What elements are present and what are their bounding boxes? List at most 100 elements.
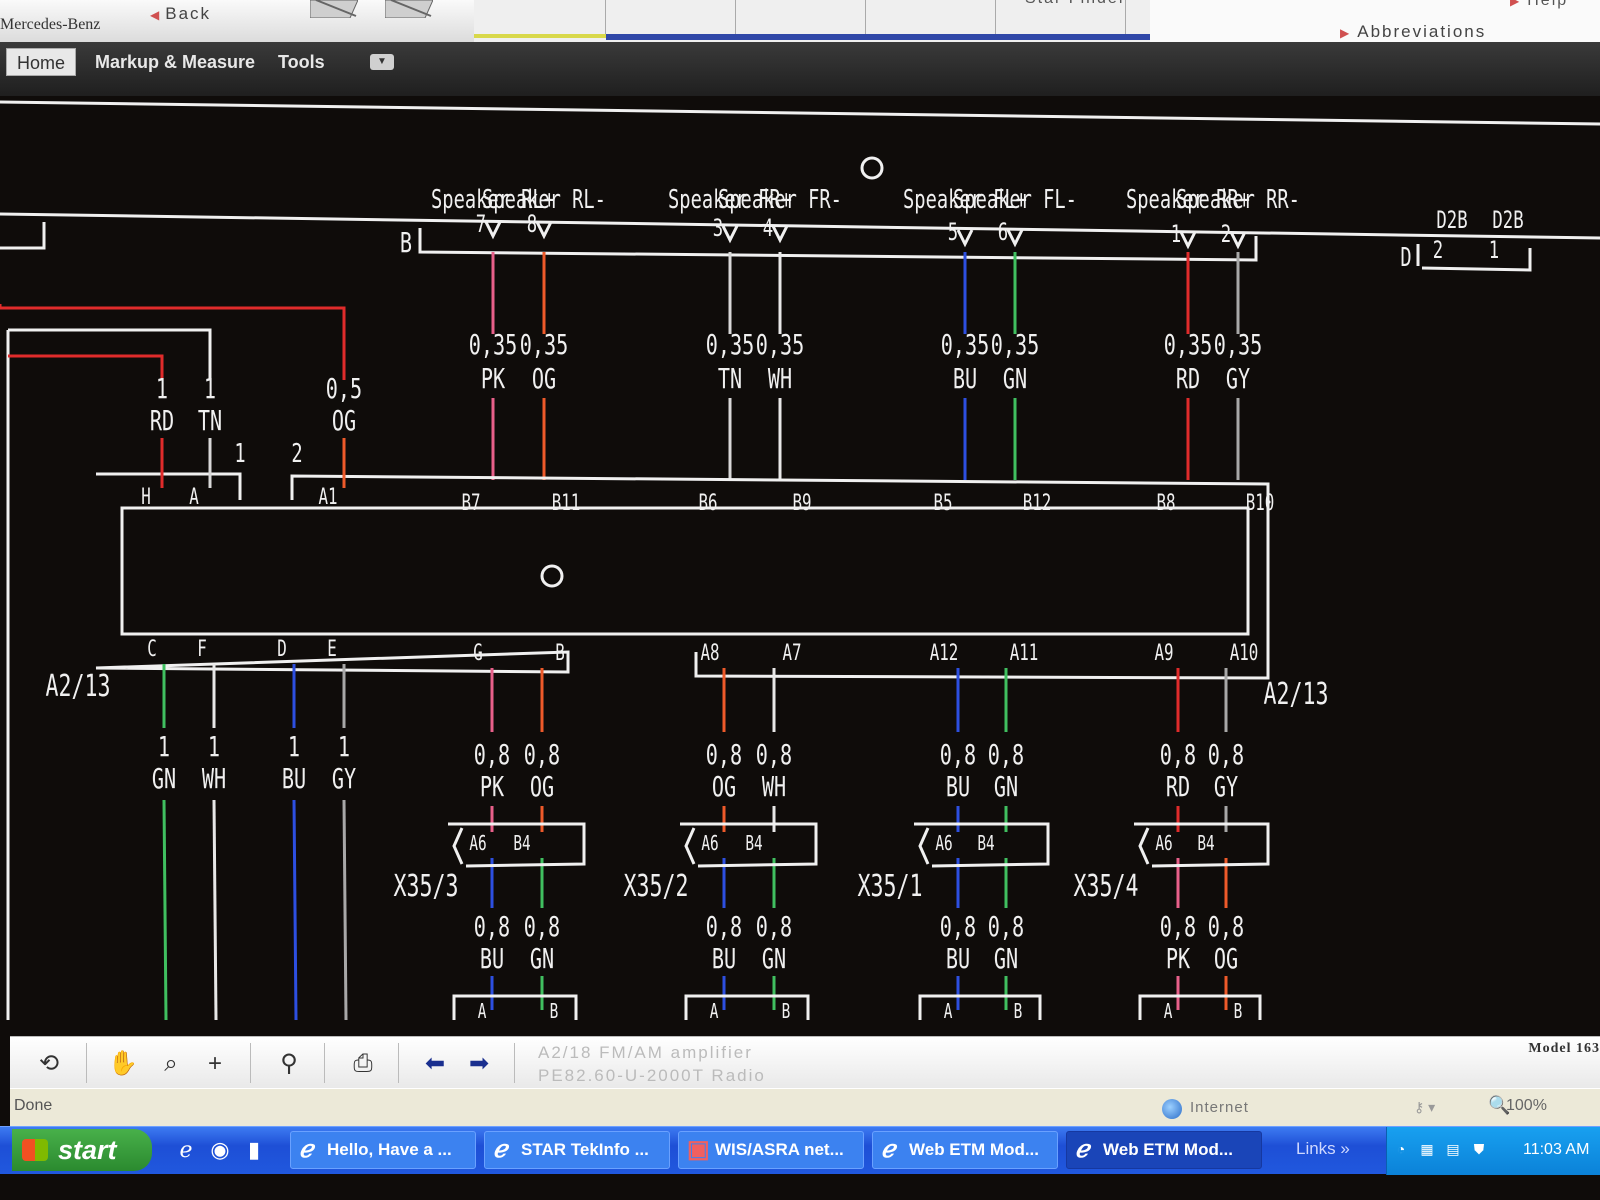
signal-label: Speaker FR- [718,185,842,215]
pin-label: H [141,483,151,509]
taskbar-window-label: WIS/ASRA net... [715,1140,844,1159]
zoom-icon[interactable]: ⌕ [164,1050,178,1077]
tray-icon[interactable]: ▤ [1446,1141,1460,1157]
pin-label: A6 [935,833,952,856]
splice-connector [448,822,586,868]
clock: 11:03 AM [1523,1141,1590,1158]
shield-icon[interactable]: ⛊ [1473,1141,1485,1157]
chevron-down-icon[interactable]: ▼ [370,54,394,70]
pin-label: A10 [1230,639,1259,665]
pin-label: B [555,639,565,665]
wire-size: 0,8 [524,910,560,943]
zoom-level[interactable]: 100% [1506,1097,1547,1114]
connector-label: X35/1 [858,870,923,904]
wire-size: 0,5 [326,372,362,405]
browser-status-bar: Done Internet ⚷ ▾ 🔍 100% [10,1088,1600,1126]
connector-outline [0,222,46,250]
desktop-icon[interactable]: ▮ [247,1137,261,1162]
pin-label: B10 [1246,489,1275,515]
wire-color: WH [762,770,786,803]
ie-icon[interactable]: ℯ [179,1137,193,1162]
wire [342,799,348,1021]
rotate-icon[interactable]: ⟲ [38,1050,60,1077]
abbreviations-label: Abbreviations [1357,22,1487,41]
wire-color: BU [953,362,977,395]
wire-size: 0,35 [756,328,805,361]
wire-color: GN [1003,362,1027,395]
pin-arrow [721,225,739,244]
wire-color: OG [530,770,554,803]
lightbulb-icon[interactable]: ⚲ [280,1050,298,1077]
pin-label: A [189,483,199,509]
pin-label: B [1234,1001,1243,1024]
star-finder-link[interactable]: Star Finder [1025,0,1126,8]
media-player-icon[interactable]: ◉ [210,1137,230,1162]
splice-connector [1134,822,1270,868]
arrow-right-icon[interactable]: ➡ [468,1050,490,1077]
pin-label: G [473,639,483,665]
arrow-left-icon[interactable]: ⬅ [424,1050,446,1077]
signal-label: Speaker FL- [953,185,1077,215]
start-button[interactable]: start [12,1129,152,1171]
pin-label: B6 [698,489,717,515]
wire-size: 0,8 [474,910,510,943]
wire-size: 0,8 [988,910,1024,943]
wire-size: 1 [156,372,168,405]
model-label: Model 163 [1528,1041,1600,1056]
wire-size: 0,35 [520,328,569,361]
pin-label: A6 [1155,833,1172,856]
pin-label: C [147,635,157,661]
pin-label: A6 [469,833,486,856]
wire-color: OG [532,362,556,395]
taskbar-window[interactable]: ▣WIS/ASRA net... [678,1131,864,1169]
wire-color: GN [762,942,786,975]
wire-color: GN [152,762,176,795]
tab-tools[interactable]: Tools [278,52,325,72]
tab-markup-measure[interactable]: Markup & Measure [95,52,256,72]
page-border [0,212,1600,240]
wire-color: WH [202,762,226,795]
crosshair-icon[interactable]: + [207,1050,222,1077]
zoom-icon[interactable]: 🔍 [1488,1095,1511,1115]
links-toolbar[interactable]: Links » [1296,1139,1350,1158]
pin-label: B8 [1156,489,1175,515]
splice-connector [914,822,1050,868]
pin-label: B9 [792,489,811,515]
pin-label: B12 [1023,489,1052,515]
pin-label: B [1014,1001,1023,1024]
tray-icon[interactable]: ◔ [1396,1141,1406,1157]
wire-size: 0,35 [1164,328,1213,361]
nav-tab-icon[interactable] [385,0,433,18]
wire-size: 0,35 [991,328,1040,361]
wire-size: 1 [288,730,300,763]
ie-icon: ℯ [493,1136,508,1163]
connector-label: B [400,226,412,259]
help-link[interactable]: ▶Help [1510,0,1568,10]
back-button[interactable]: ◀Back [150,4,211,24]
pin-arrow [956,229,974,248]
ie-icon: ℯ [299,1136,314,1163]
wire [8,328,212,380]
nav-tab-icon[interactable] [310,0,358,18]
pan-hand-icon[interactable]: ✋ [108,1050,138,1077]
menu-bar: Home Markup & Measure Tools ▼ [0,42,1600,96]
wire-size: 1 [338,730,350,763]
abbreviations-link[interactable]: ▶Abbreviations [1340,22,1486,42]
pin-label: A [944,1001,953,1024]
print-icon[interactable]: ⎙ [353,1050,373,1077]
ie-icon: ℯ [881,1136,896,1163]
pin-label: 4 [763,214,773,242]
pin-label: A8 [700,639,719,665]
pin-arrow [1006,229,1024,248]
network-icon[interactable]: ▦ [1420,1141,1434,1157]
active-indicator [474,34,606,38]
splice-connector [680,822,818,868]
tab-home[interactable]: Home [6,48,76,76]
module-body [120,506,1250,636]
wire [212,799,218,1021]
